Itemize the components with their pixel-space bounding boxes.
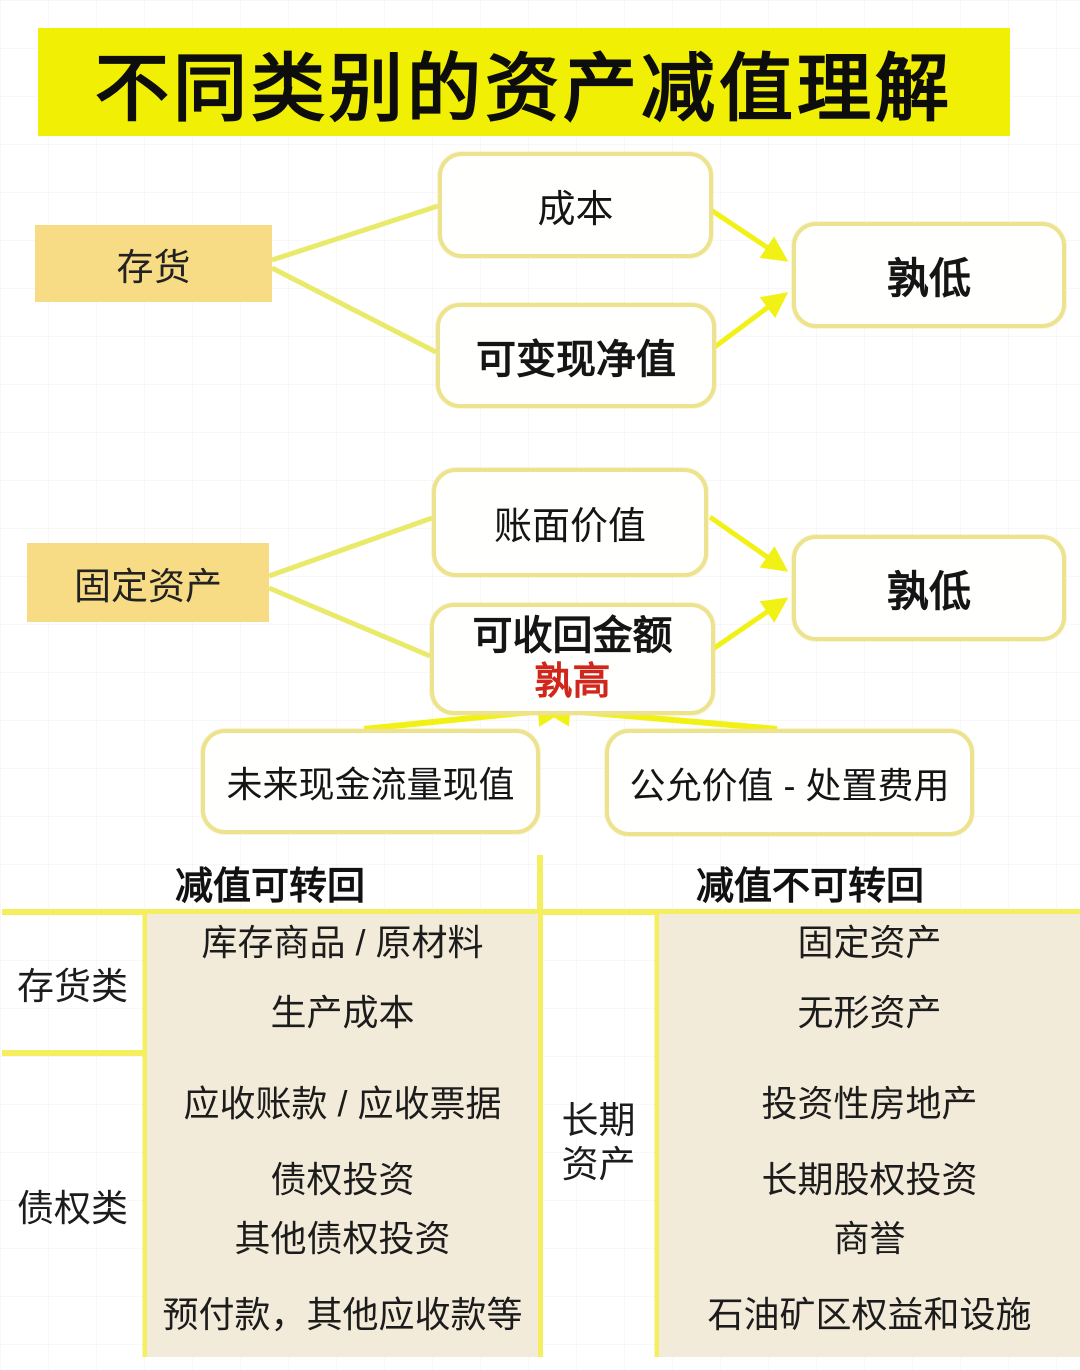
page-title: 不同类别的资产减值理解 <box>38 28 1010 136</box>
lower-of-result-label-1: 孰低 <box>886 254 971 302</box>
table-cell-right-5-text: 石油矿区权益和设施 <box>707 1294 1032 1335</box>
table-cell-left-2-text: 应收账款 / 应收票据 <box>183 1082 502 1124</box>
page-title-text: 不同类别的资产减值理解 <box>95 46 953 130</box>
table-cell-right-3: 长期股权投资 <box>659 1148 1080 1205</box>
table-header-non-reversible: 减值不可转回 <box>540 855 1080 910</box>
inventory-source-box: 存货 <box>35 225 272 302</box>
table-cell-left-1: 生产成本 <box>147 967 538 1053</box>
table-right-cells-background <box>659 914 1080 1357</box>
table-cell-right-0: 固定资产 <box>659 912 1080 967</box>
group-label-inventory-text: 存货类 <box>17 965 128 1007</box>
future-cash-flow-pv-box: 未来现金流量现值 <box>201 729 540 834</box>
long-term-label-line1: 长期 <box>561 1100 636 1142</box>
carrying-amount-label: 账面价值 <box>493 506 646 548</box>
fixed-assets-source-box: 固定资产 <box>27 543 269 622</box>
table-cell-left-4-text: 其他债权投资 <box>234 1218 451 1259</box>
table-header-non-reversible-label: 减值不可转回 <box>695 866 924 908</box>
net-realizable-value-box: 可变现净值 <box>436 303 716 408</box>
table-cell-left-5-text: 预付款，其他应收款等 <box>162 1294 523 1335</box>
table-cell-right-2-text: 投资性房地产 <box>761 1082 978 1124</box>
carrying-amount-box: 账面价值 <box>432 468 708 577</box>
long-term-label-line2: 资产 <box>561 1144 636 1185</box>
fair-value-less-costs-label: 公允价值 - 处置费用 <box>629 764 950 806</box>
table-cell-left-3-text: 债权投资 <box>270 1158 415 1200</box>
table-left-cells-background <box>147 914 538 1357</box>
fixed-assets-source-label: 固定资产 <box>74 565 222 607</box>
table-header-reversible-label: 减值可转回 <box>174 866 365 908</box>
table-cell-right-3-text: 长期股权投资 <box>761 1158 978 1200</box>
lower-of-result-box-2: 孰低 <box>792 535 1066 641</box>
future-cash-flow-pv-label: 未来现金流量现值 <box>226 763 515 805</box>
cost-box: 成本 <box>438 152 713 258</box>
table-cell-right-4: 商誉 <box>659 1205 1080 1267</box>
cost-label: 成本 <box>537 188 614 231</box>
table-cell-left-0: 库存商品 / 原材料 <box>147 912 538 967</box>
group-label-debt-text: 债权类 <box>17 1188 128 1229</box>
table-cell-left-5: 预付款，其他应收款等 <box>147 1267 538 1357</box>
table-cell-left-0-text: 库存商品 / 原材料 <box>201 921 484 963</box>
inventory-source-label: 存货 <box>116 246 191 288</box>
table-cell-left-3: 债权投资 <box>147 1148 538 1205</box>
table-cell-right-2: 投资性房地产 <box>659 1053 1080 1148</box>
fair-value-less-costs-box: 公允价值 - 处置费用 <box>605 729 974 836</box>
recoverable-amount-box: 可收回金额 孰高 <box>430 603 715 715</box>
group-label-inventory: 存货类 <box>0 912 145 1053</box>
net-realizable-value-label: 可变现净值 <box>476 337 676 382</box>
table-cell-right-4-text: 商誉 <box>833 1218 906 1259</box>
table-cell-right-1: 无形资产 <box>659 967 1080 1053</box>
lower-of-result-box-1: 孰低 <box>792 222 1066 328</box>
recoverable-amount-label: 可收回金额 <box>472 613 673 658</box>
group-label-long-term-assets: 长期 资产 <box>540 1088 657 1198</box>
table-cell-left-4: 其他债权投资 <box>147 1205 538 1267</box>
group-label-debt: 债权类 <box>0 1053 145 1357</box>
table-cell-right-0-text: 固定资产 <box>797 921 942 963</box>
table-header-reversible: 减值可转回 <box>0 855 540 910</box>
table-cell-left-1-text: 生产成本 <box>270 992 415 1033</box>
lower-of-result-label-2: 孰低 <box>886 567 971 615</box>
table-cell-right-5: 石油矿区权益和设施 <box>659 1267 1080 1357</box>
table-cell-left-2: 应收账款 / 应收票据 <box>147 1053 538 1148</box>
table-cell-right-1-text: 无形资产 <box>797 992 942 1033</box>
higher-of-label: 孰高 <box>534 661 611 704</box>
